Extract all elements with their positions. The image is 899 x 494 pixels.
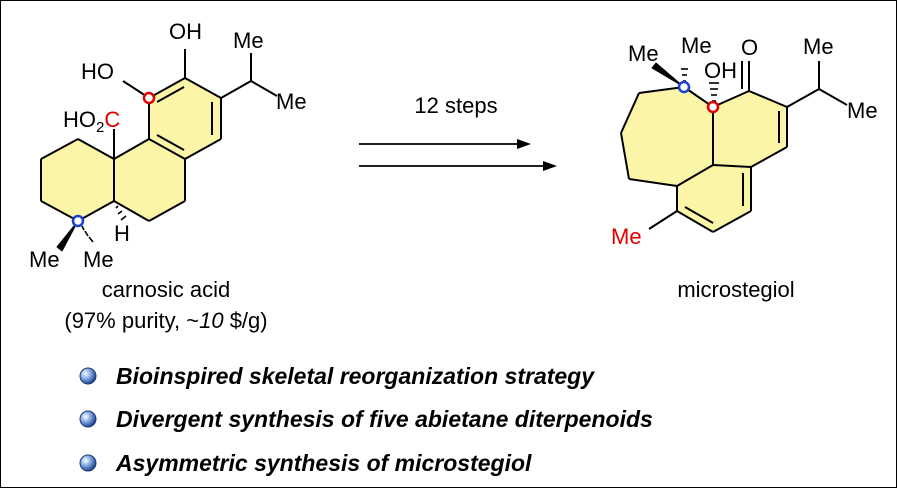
microstegiol-structure	[620, 61, 848, 233]
ring-b	[114, 139, 185, 221]
label-me-gem-2: Me	[681, 33, 712, 58]
label-me-ipr-right: Me	[276, 89, 307, 114]
bullet-item: Divergent synthesis of five abietane dit…	[79, 406, 653, 432]
label-me-bottom-left: Me	[29, 247, 60, 272]
label-ho-left: HO	[81, 59, 114, 84]
highlight-red-atom	[142, 91, 156, 105]
label-me-bottom-right: Me	[83, 247, 114, 272]
label-me-ipr-top: Me	[803, 34, 834, 59]
label-oh: OH	[704, 58, 737, 83]
bullet-text: Bioinspired skeletal reorganization stra…	[116, 363, 595, 389]
label-carboxyl: HO2C	[63, 107, 120, 136]
starting-material-name: carnosic acid	[102, 277, 230, 302]
bullet-marker	[79, 410, 97, 428]
bullet-list: Bioinspired skeletal reorganization stra…	[79, 363, 653, 476]
bullet-item: Bioinspired skeletal reorganization stra…	[79, 363, 595, 389]
label-me-ipr-bottom: Me	[847, 98, 878, 123]
label-me-red: Me	[611, 224, 642, 249]
ring-dienone	[713, 91, 787, 167]
product-highlight-blue-atom	[677, 80, 691, 94]
carnosic-acid-structure	[40, 49, 278, 252]
bullet-text: Divergent synthesis of five abietane dit…	[116, 406, 653, 432]
label-me-gem-1: Me	[628, 41, 659, 66]
reaction-arrows	[359, 139, 557, 171]
ring-c	[149, 78, 221, 159]
label-oh-top: OH	[169, 19, 202, 44]
product-name: microstegiol	[677, 277, 794, 302]
bullet-marker	[79, 367, 97, 385]
label-sub2: 2	[96, 119, 104, 136]
label-h: H	[114, 221, 130, 246]
arrow-label: 12 steps	[414, 93, 497, 118]
label-c-red: C	[104, 107, 120, 132]
starting-material-note: (97% purity, ~10 $/g)	[64, 308, 267, 333]
ring-7	[621, 87, 713, 186]
product-highlight-red-atom	[706, 100, 720, 114]
bullet-text: Asymmetric synthesis of microstegiol	[115, 450, 532, 476]
label-me-ipr-top: Me	[233, 28, 264, 53]
label-o: O	[741, 35, 758, 60]
bullet-marker	[79, 454, 97, 472]
highlight-blue-atom	[71, 214, 85, 228]
label-ho2: HO	[63, 107, 96, 132]
ring-a	[41, 139, 114, 221]
bullet-item: Asymmetric synthesis of microstegiol	[79, 450, 532, 476]
ring-aromatic	[677, 165, 751, 232]
